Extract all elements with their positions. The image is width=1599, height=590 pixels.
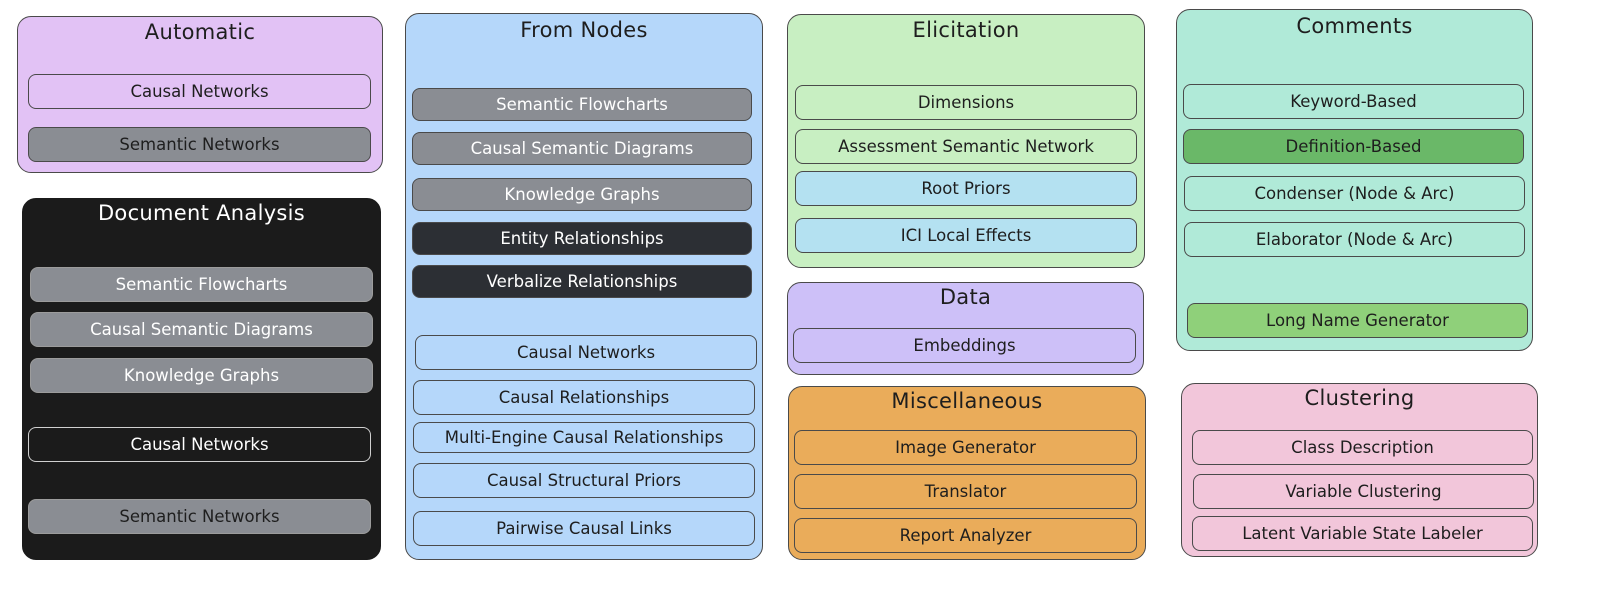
group-title-clustering: Clustering [1304, 386, 1415, 410]
node-misc-image-generator[interactable]: Image Generator [794, 430, 1137, 465]
group-elicitation: Elicitation Dimensions Assessment Semant… [787, 14, 1145, 268]
node-cl-latent-variable-state-labeler[interactable]: Latent Variable State Labeler [1192, 516, 1533, 551]
node-fn-knowledge-graphs[interactable]: Knowledge Graphs [412, 178, 752, 211]
group-clustering: Clustering Class Description Variable Cl… [1181, 383, 1538, 557]
node-el-root-priors[interactable]: Root Priors [795, 171, 1137, 206]
group-title-miscellaneous: Miscellaneous [891, 389, 1043, 413]
node-misc-report-analyzer[interactable]: Report Analyzer [794, 518, 1137, 553]
group-comments: Comments Keyword-Based Definition-Based … [1176, 9, 1533, 351]
group-automatic: Automatic Causal Networks Semantic Netwo… [17, 16, 383, 173]
node-doc-causal-semantic-diagrams[interactable]: Causal Semantic Diagrams [30, 312, 373, 347]
node-automatic-causal-networks[interactable]: Causal Networks [28, 74, 371, 109]
group-data: Data Embeddings [787, 282, 1144, 375]
group-title-document-analysis: Document Analysis [97, 201, 306, 225]
node-fn-causal-semantic-diagrams[interactable]: Causal Semantic Diagrams [412, 132, 752, 165]
group-miscellaneous: Miscellaneous Image Generator Translator… [788, 386, 1146, 560]
group-title-from-nodes: From Nodes [520, 18, 648, 42]
node-el-dimensions[interactable]: Dimensions [795, 85, 1137, 120]
node-fn-pairwise-causal-links[interactable]: Pairwise Causal Links [413, 511, 755, 546]
node-doc-knowledge-graphs[interactable]: Knowledge Graphs [30, 358, 373, 393]
node-doc-semantic-networks[interactable]: Semantic Networks [28, 499, 371, 534]
node-fn-semantic-flowcharts[interactable]: Semantic Flowcharts [412, 88, 752, 121]
node-fn-entity-relationships[interactable]: Entity Relationships [412, 222, 752, 255]
group-title-data: Data [939, 285, 992, 309]
node-fn-causal-networks[interactable]: Causal Networks [415, 335, 757, 370]
node-cm-elaborator[interactable]: Elaborator (Node & Arc) [1184, 222, 1525, 257]
node-doc-causal-networks[interactable]: Causal Networks [28, 427, 371, 462]
group-title-comments: Comments [1296, 14, 1413, 38]
node-misc-translator[interactable]: Translator [794, 474, 1137, 509]
node-cl-variable-clustering[interactable]: Variable Clustering [1193, 474, 1534, 509]
node-fn-causal-structural-priors[interactable]: Causal Structural Priors [413, 463, 755, 498]
node-doc-semantic-flowcharts[interactable]: Semantic Flowcharts [30, 267, 373, 302]
node-cm-keyword-based[interactable]: Keyword-Based [1183, 84, 1524, 119]
node-fn-verbalize-relationships[interactable]: Verbalize Relationships [412, 265, 752, 298]
group-document-analysis: Document Analysis Semantic Flowcharts Ca… [22, 198, 381, 560]
node-cm-condenser[interactable]: Condenser (Node & Arc) [1184, 176, 1525, 211]
node-cm-long-name-generator[interactable]: Long Name Generator [1187, 303, 1528, 338]
node-cm-definition-based[interactable]: Definition-Based [1183, 129, 1524, 164]
group-from-nodes: From Nodes Semantic Flowcharts Causal Se… [405, 13, 763, 560]
node-el-ici-local-effects[interactable]: ICI Local Effects [795, 218, 1137, 253]
node-fn-multi-engine-causal-relationships[interactable]: Multi-Engine Causal Relationships [413, 422, 755, 453]
group-title-elicitation: Elicitation [912, 18, 1020, 42]
node-el-assessment-semantic-network[interactable]: Assessment Semantic Network [795, 129, 1137, 164]
node-fn-causal-relationships[interactable]: Causal Relationships [413, 380, 755, 415]
node-cl-class-description[interactable]: Class Description [1192, 430, 1533, 465]
group-title-automatic: Automatic [144, 20, 256, 44]
node-automatic-semantic-networks[interactable]: Semantic Networks [28, 127, 371, 162]
node-data-embeddings[interactable]: Embeddings [793, 328, 1136, 363]
